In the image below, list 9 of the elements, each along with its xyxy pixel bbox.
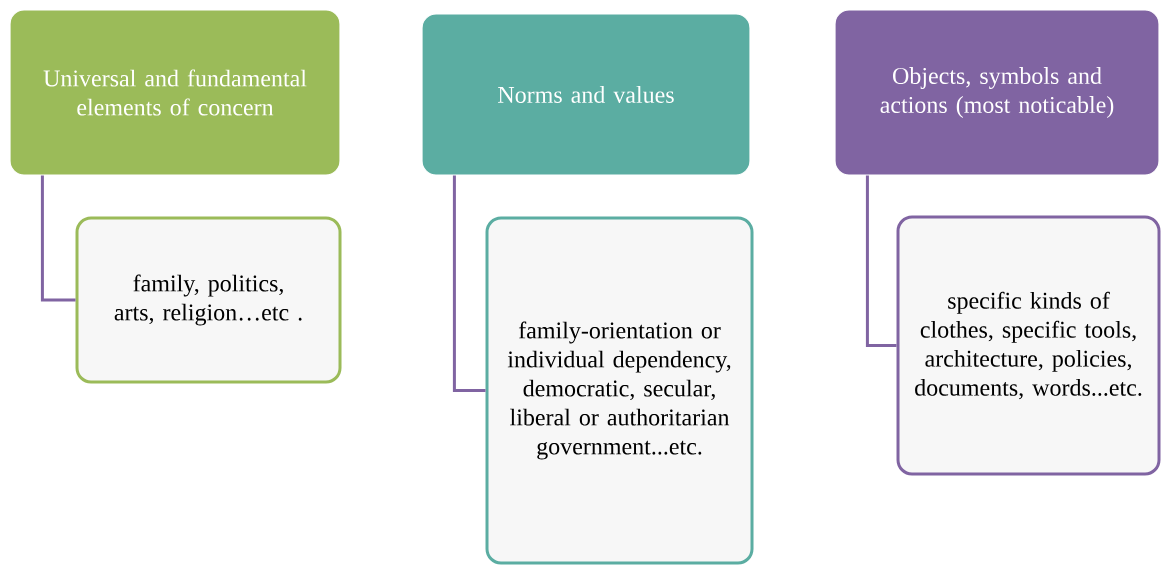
content-box: specific kinds of clothes, specific tools, architecture, policies, documents, words...etc. [896,215,1161,476]
connector-line [865,175,897,347]
header-box: Objects, symbols and actions (most noticable) [834,9,1160,176]
content-box: family-orientation or individual dependency, democratic, secular, liberal or authoritarian government...etc. [485,216,754,565]
header-box: Norms and values [421,13,751,176]
connector-line [40,175,76,302]
header-box: Universal and fundamental elements of concern [9,9,341,176]
connector-line [452,175,486,392]
content-box: family, politics, arts, religion…etc . [75,216,342,384]
